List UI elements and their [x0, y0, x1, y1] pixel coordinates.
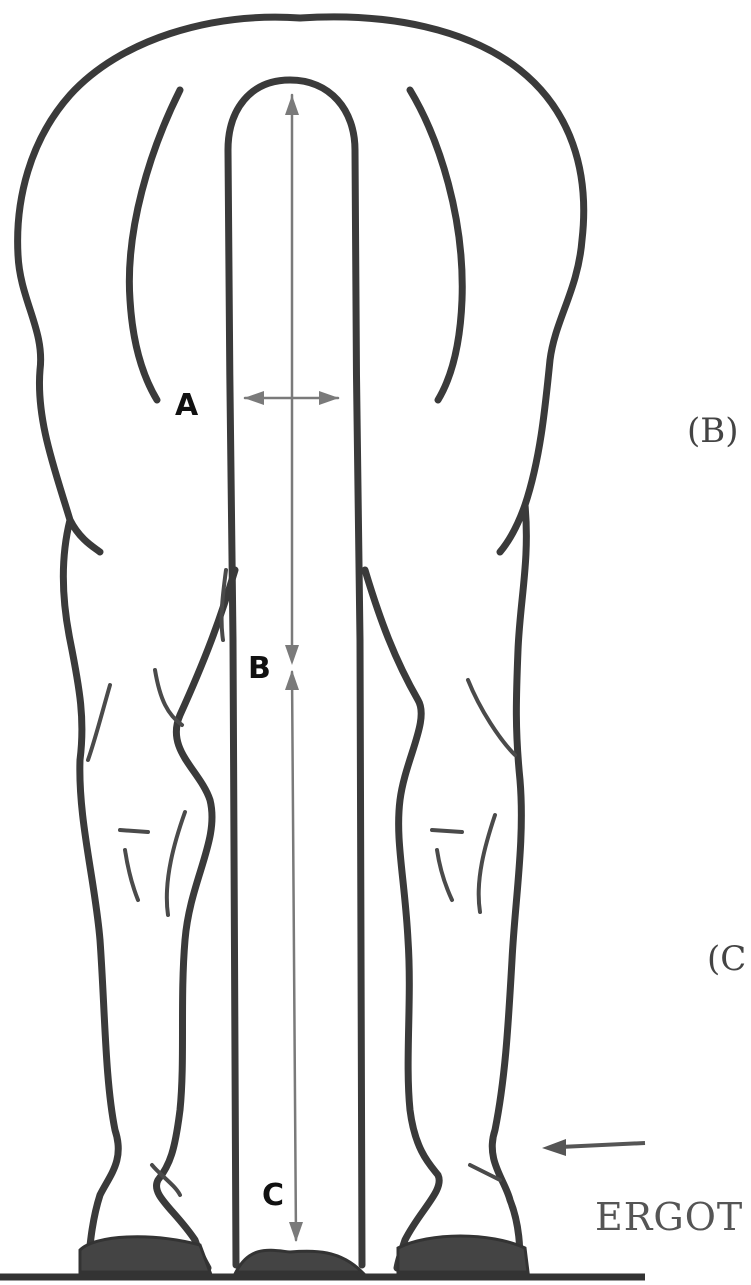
left-hock-detail-1: [120, 830, 148, 832]
right-stifle-line: [468, 680, 515, 755]
label-c: C: [262, 1178, 284, 1213]
ergot-arrow-head: [542, 1139, 566, 1156]
label-a: A: [175, 388, 199, 423]
length-arrow-lower-top-head: [285, 670, 299, 690]
length-arrow-mid-head: [285, 645, 299, 665]
body-outline-right: [300, 17, 584, 1265]
right-inner-leg: [365, 570, 439, 1268]
left-hock-detail-2: [125, 850, 138, 900]
side-label-b: (B): [687, 411, 739, 451]
width-arrow-left-head: [244, 391, 264, 405]
left-hock-detail-3: [167, 812, 185, 915]
ergot-arrow-shaft: [560, 1143, 645, 1147]
left-hock-line: [88, 685, 110, 760]
right-hoof: [398, 1236, 528, 1272]
length-arrow-lower: [292, 672, 296, 1240]
width-arrow-right-head: [319, 391, 339, 405]
side-label-c: (C: [707, 939, 746, 979]
left-buttock-curve: [129, 90, 180, 400]
right-hock-detail-3: [479, 815, 495, 912]
right-buttock-curve: [410, 90, 462, 400]
ergot-label: ERGOT: [595, 1195, 743, 1239]
length-arrow-top-head: [285, 95, 299, 115]
left-inner-leg: [156, 570, 235, 1268]
right-hock-detail-1: [432, 830, 462, 832]
body-outline-left: [18, 17, 300, 1265]
tail-tip: [236, 1250, 362, 1272]
left-hoof: [80, 1237, 210, 1272]
right-hock-detail-2: [437, 850, 452, 900]
label-b: B: [248, 651, 271, 686]
length-arrow-bottom-head: [289, 1222, 303, 1242]
